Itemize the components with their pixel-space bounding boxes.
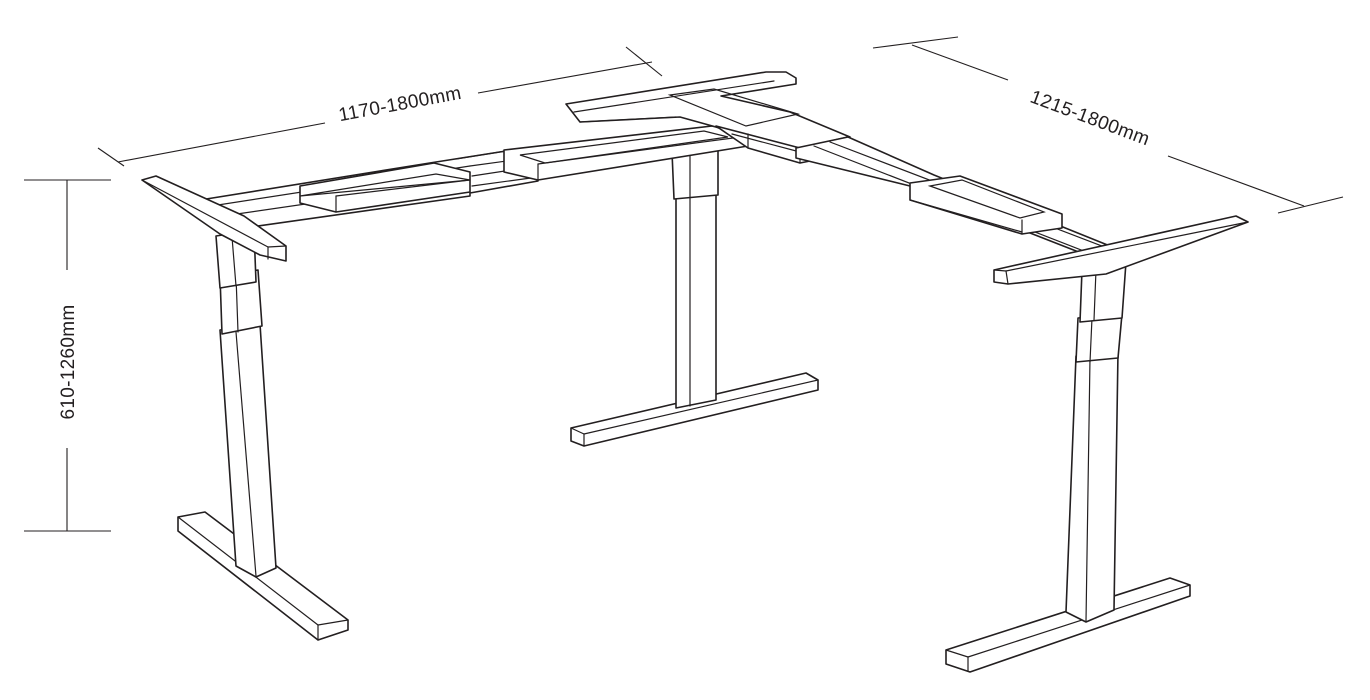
dimension-height: 610-1260mm <box>24 179 111 532</box>
left-leg <box>141 175 349 641</box>
left-foot <box>177 511 349 641</box>
middle-column-lower <box>675 189 717 409</box>
extension-line-right-end <box>1277 196 1344 214</box>
right-crossbar <box>795 136 1129 263</box>
dimension-line-right-b <box>1167 155 1305 207</box>
dimension-label-left-width: 1170-1800mm <box>337 83 463 126</box>
dimension-label-right-width: 1215-1800mm <box>1027 87 1152 151</box>
extension-line-right-start <box>872 36 959 49</box>
dimension-line-left-b <box>477 61 653 94</box>
left-crossbar <box>199 150 539 231</box>
dimension-line-right-a <box>911 44 1009 81</box>
extension-line-left-end <box>625 46 663 77</box>
right-bracket <box>993 215 1249 285</box>
right-sleeve <box>909 175 1063 235</box>
middle-foot <box>570 372 819 447</box>
dimension-line-left-a <box>117 122 326 163</box>
extension-line-left-start <box>97 147 125 167</box>
dimension-label-height: 610-1260mm <box>58 305 79 420</box>
right-column-lower <box>1065 351 1119 623</box>
right-leg <box>945 215 1249 673</box>
middle-leg <box>570 147 819 447</box>
